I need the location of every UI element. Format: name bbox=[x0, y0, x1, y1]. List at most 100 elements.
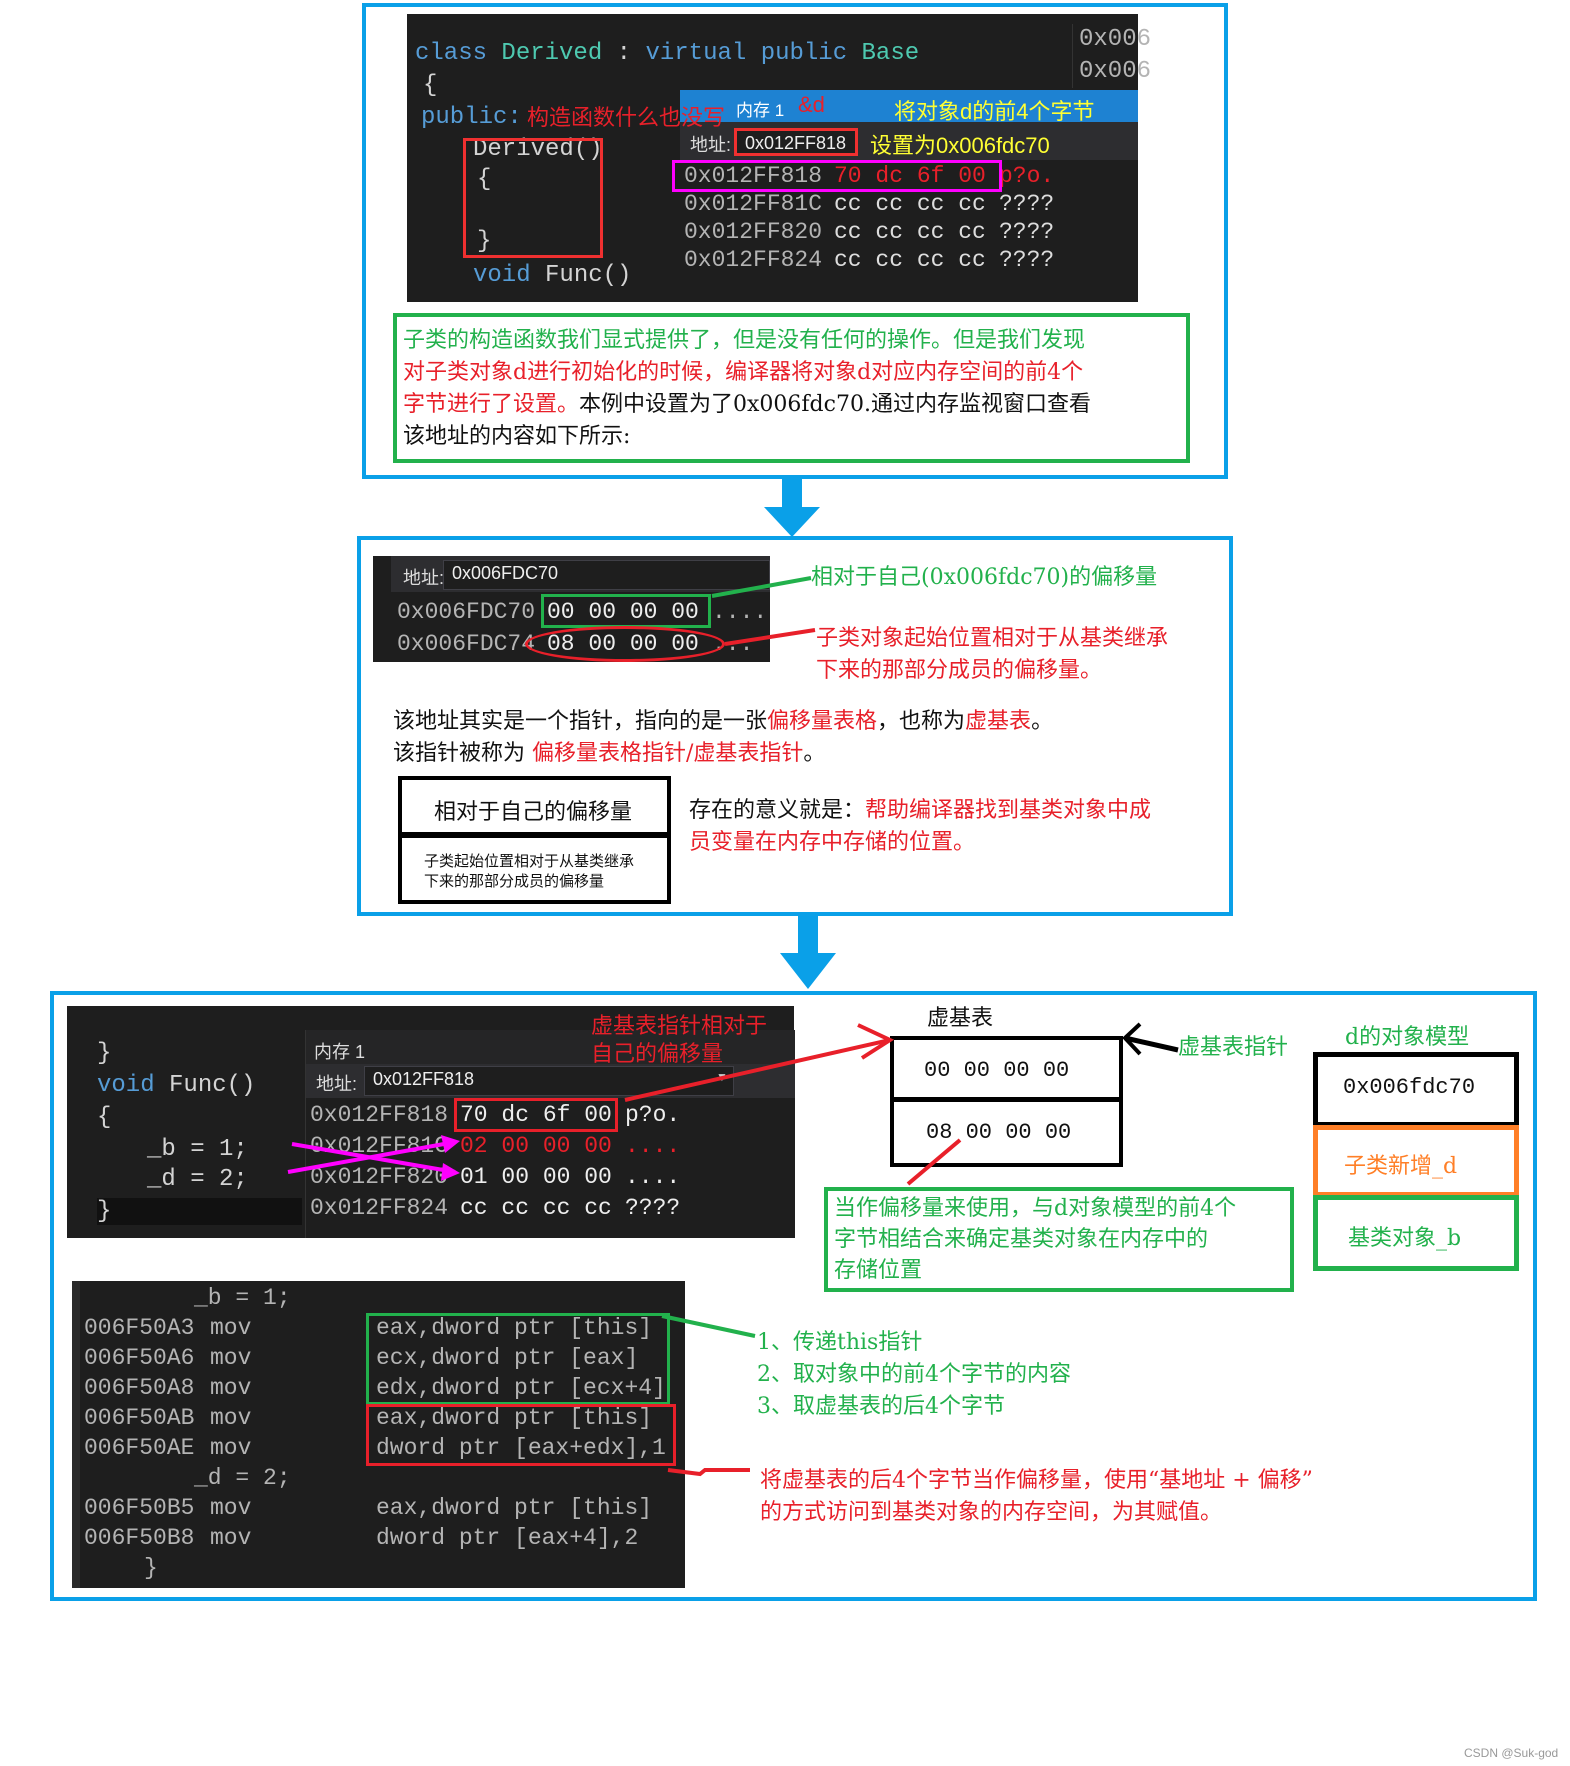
memory-row: 0x012FF818 70 dc 6f 00 p?o. bbox=[310, 1100, 680, 1131]
row-bytes: cc cc cc cc bbox=[460, 1195, 612, 1221]
asm-address: 006F50AB bbox=[84, 1405, 195, 1431]
watermark: CSDN @Suk-god bbox=[1464, 1746, 1559, 1760]
text: 。 bbox=[1031, 709, 1054, 734]
asm-address: 006F50A6 bbox=[84, 1345, 195, 1371]
row-ascii: p?o. bbox=[625, 1102, 681, 1128]
row-address: 0x012FF81C bbox=[310, 1133, 449, 1159]
address-input[interactable]: 0x006FDC70 bbox=[443, 560, 770, 590]
desc-line: 子类的构造函数我们显式提供了，但是没有任何的操作。但是我们发现 bbox=[403, 328, 1086, 353]
text: 帮助编译器找到基类对象中成 bbox=[865, 798, 1152, 823]
asm-args: eax,dword ptr [this] bbox=[376, 1495, 653, 1521]
text: 子类起始位置相对于从基类继承 bbox=[424, 853, 635, 870]
text: 偏移量表格指针/虚基表指针 bbox=[532, 741, 804, 766]
object-model-vbptr: 0x006fdc70 bbox=[1313, 1052, 1519, 1127]
text: 下来的那部分成员的偏移量 bbox=[424, 873, 605, 890]
asm-args: ecx,dword ptr [eax] bbox=[376, 1345, 639, 1371]
vbtable-row: 08 00 00 00 bbox=[926, 1120, 1072, 1145]
offset-usage-note: 当作偏移量来使用，与d对象模型的前4个 字节相结合来确定基类对象在内存中的 存储… bbox=[824, 1187, 1294, 1292]
vs-code-screenshot-3: } void Func() { _b = 1; _d = 2; } 内存 1 地… bbox=[67, 1006, 795, 1238]
asm-source: _b = 1; bbox=[84, 1283, 666, 1313]
address-input[interactable]: 0x012FF818 bbox=[364, 1066, 734, 1096]
brace: } bbox=[97, 1040, 112, 1067]
row-ascii: .... bbox=[625, 1164, 681, 1190]
set-note-2: 设置为0x006fdc70 bbox=[870, 133, 1050, 158]
text: 存在的意义就是： bbox=[689, 798, 866, 823]
text: } bbox=[144, 1555, 158, 1581]
asm-args: dword ptr [eax+edx],1 bbox=[376, 1435, 666, 1461]
side-value: 0x006 bbox=[1079, 26, 1152, 53]
row-address: 0x012FF818 bbox=[684, 163, 823, 189]
row-address: 0x012FF818 bbox=[310, 1102, 449, 1128]
steps-1-3-highlight bbox=[366, 1313, 670, 1405]
object-model-title: d的对象模型 bbox=[1345, 1025, 1470, 1050]
memory-title: 内存 1 bbox=[736, 101, 785, 120]
self-offset-label: 相对于自己(0x006fdc70)的偏移量 bbox=[811, 565, 1158, 590]
colon: : bbox=[616, 40, 632, 67]
vbptr-note: 自己的偏移量 bbox=[591, 1042, 724, 1067]
dropdown-chevron-icon[interactable]: ▼ bbox=[716, 1070, 728, 1084]
text: _b = 1; bbox=[194, 1285, 291, 1311]
asm-address: 006F50A8 bbox=[84, 1375, 195, 1401]
vbtable-title: 虚基表 bbox=[927, 1006, 994, 1031]
desc-line: 该地址的内容如下所示: bbox=[403, 424, 631, 449]
row-address: 0x012FF81C bbox=[684, 191, 823, 217]
memory-title-bar[interactable]: 内存 1 &d 将对象d的前4个字节 bbox=[680, 90, 1138, 124]
asm-args: edx,dword ptr [ecx+4] bbox=[376, 1375, 666, 1401]
address-input[interactable]: 0x012FF818 bbox=[734, 128, 858, 156]
public-keyword: public: bbox=[421, 104, 522, 131]
base-access-highlight bbox=[366, 1404, 676, 1466]
self-offset-highlight bbox=[541, 594, 711, 628]
row-address: 0x012FF820 bbox=[310, 1164, 449, 1190]
desc-line: 对子类对象d进行初始化的时候，编译器将对象d对应内存空间的前4个 bbox=[403, 360, 1084, 385]
row-ascii: p?o. bbox=[999, 163, 1055, 189]
side-value: 0x006 bbox=[1079, 58, 1152, 85]
memory-window-1: 内存 1 &d 将对象d的前4个字节 地址: 0x012FF818 设置为0x0… bbox=[672, 90, 1138, 302]
vs-code-screenshot-1: class Derived : virtual public Base { pu… bbox=[407, 14, 1151, 302]
meaning-line-2: 员变量在内存中存储的位置。 bbox=[689, 830, 976, 855]
brace: } bbox=[477, 228, 492, 255]
first-row-highlight bbox=[672, 160, 1002, 192]
row-bytes: 70 dc 6f 00 bbox=[460, 1102, 612, 1128]
panel-1-description: 子类的构造函数我们显式提供了，但是没有任何的操作。但是我们发现 对子类对象d进行… bbox=[393, 313, 1190, 463]
vbptr-note: 虚基表指针相对于 bbox=[591, 1014, 768, 1039]
base-offset-label: 子类对象起始位置相对于从基类继承 bbox=[816, 626, 1169, 651]
address-label: 地址: bbox=[403, 568, 445, 588]
vbptr-highlight bbox=[454, 1098, 618, 1132]
asm-source: } bbox=[84, 1553, 666, 1583]
steps-list: 1、传递this指针 2、取对象中的前4个字节的内容 3、取虚基表的后4个字节 bbox=[757, 1327, 1071, 1423]
base-name: Base bbox=[861, 40, 920, 67]
row-ascii: ???? bbox=[999, 191, 1055, 217]
text: 虚基表 bbox=[965, 709, 1032, 734]
address-bar: 地址: 0x006FDC70 bbox=[391, 556, 770, 592]
brace: { bbox=[423, 72, 438, 99]
func-name: Func() bbox=[545, 262, 632, 289]
desc-part: 字节进行了设置。 bbox=[403, 392, 580, 417]
text: 该地址其实是一个指针，指向的是一张 bbox=[393, 709, 768, 734]
offset-table: 相对于自己的偏移量 子类起始位置相对于从基类继承下来的那部分成员的偏移量 bbox=[398, 776, 671, 904]
asm-address: 006F50B8 bbox=[84, 1525, 195, 1551]
note-line: 字节相结合来确定基类对象在内存中的 bbox=[834, 1227, 1209, 1252]
text: ，也称为 bbox=[877, 709, 966, 734]
address-bar: 地址: 0x012FF818 ▼ bbox=[306, 1064, 795, 1098]
pointer-explanation-2: 该指针被称为 偏移量表格指针/虚基表指针。 bbox=[393, 735, 825, 767]
class-declaration: class Derived : virtual public Base bbox=[415, 40, 919, 67]
text: 该指针被称为 bbox=[393, 741, 532, 766]
assign-d: _d = 2; bbox=[147, 1166, 248, 1193]
final-note: 将虚基表的后4个字节当作偏移量，使用“基地址 + 偏移” bbox=[760, 1468, 1313, 1493]
text: 偏移量表格 bbox=[767, 709, 878, 734]
object-model-base-object: 基类对象_b bbox=[1313, 1195, 1519, 1271]
row-bytes: 02 00 00 00 bbox=[460, 1133, 612, 1159]
keyword: virtual public bbox=[645, 40, 848, 67]
keyword: class bbox=[415, 40, 488, 67]
asm-op: mov bbox=[210, 1525, 252, 1551]
